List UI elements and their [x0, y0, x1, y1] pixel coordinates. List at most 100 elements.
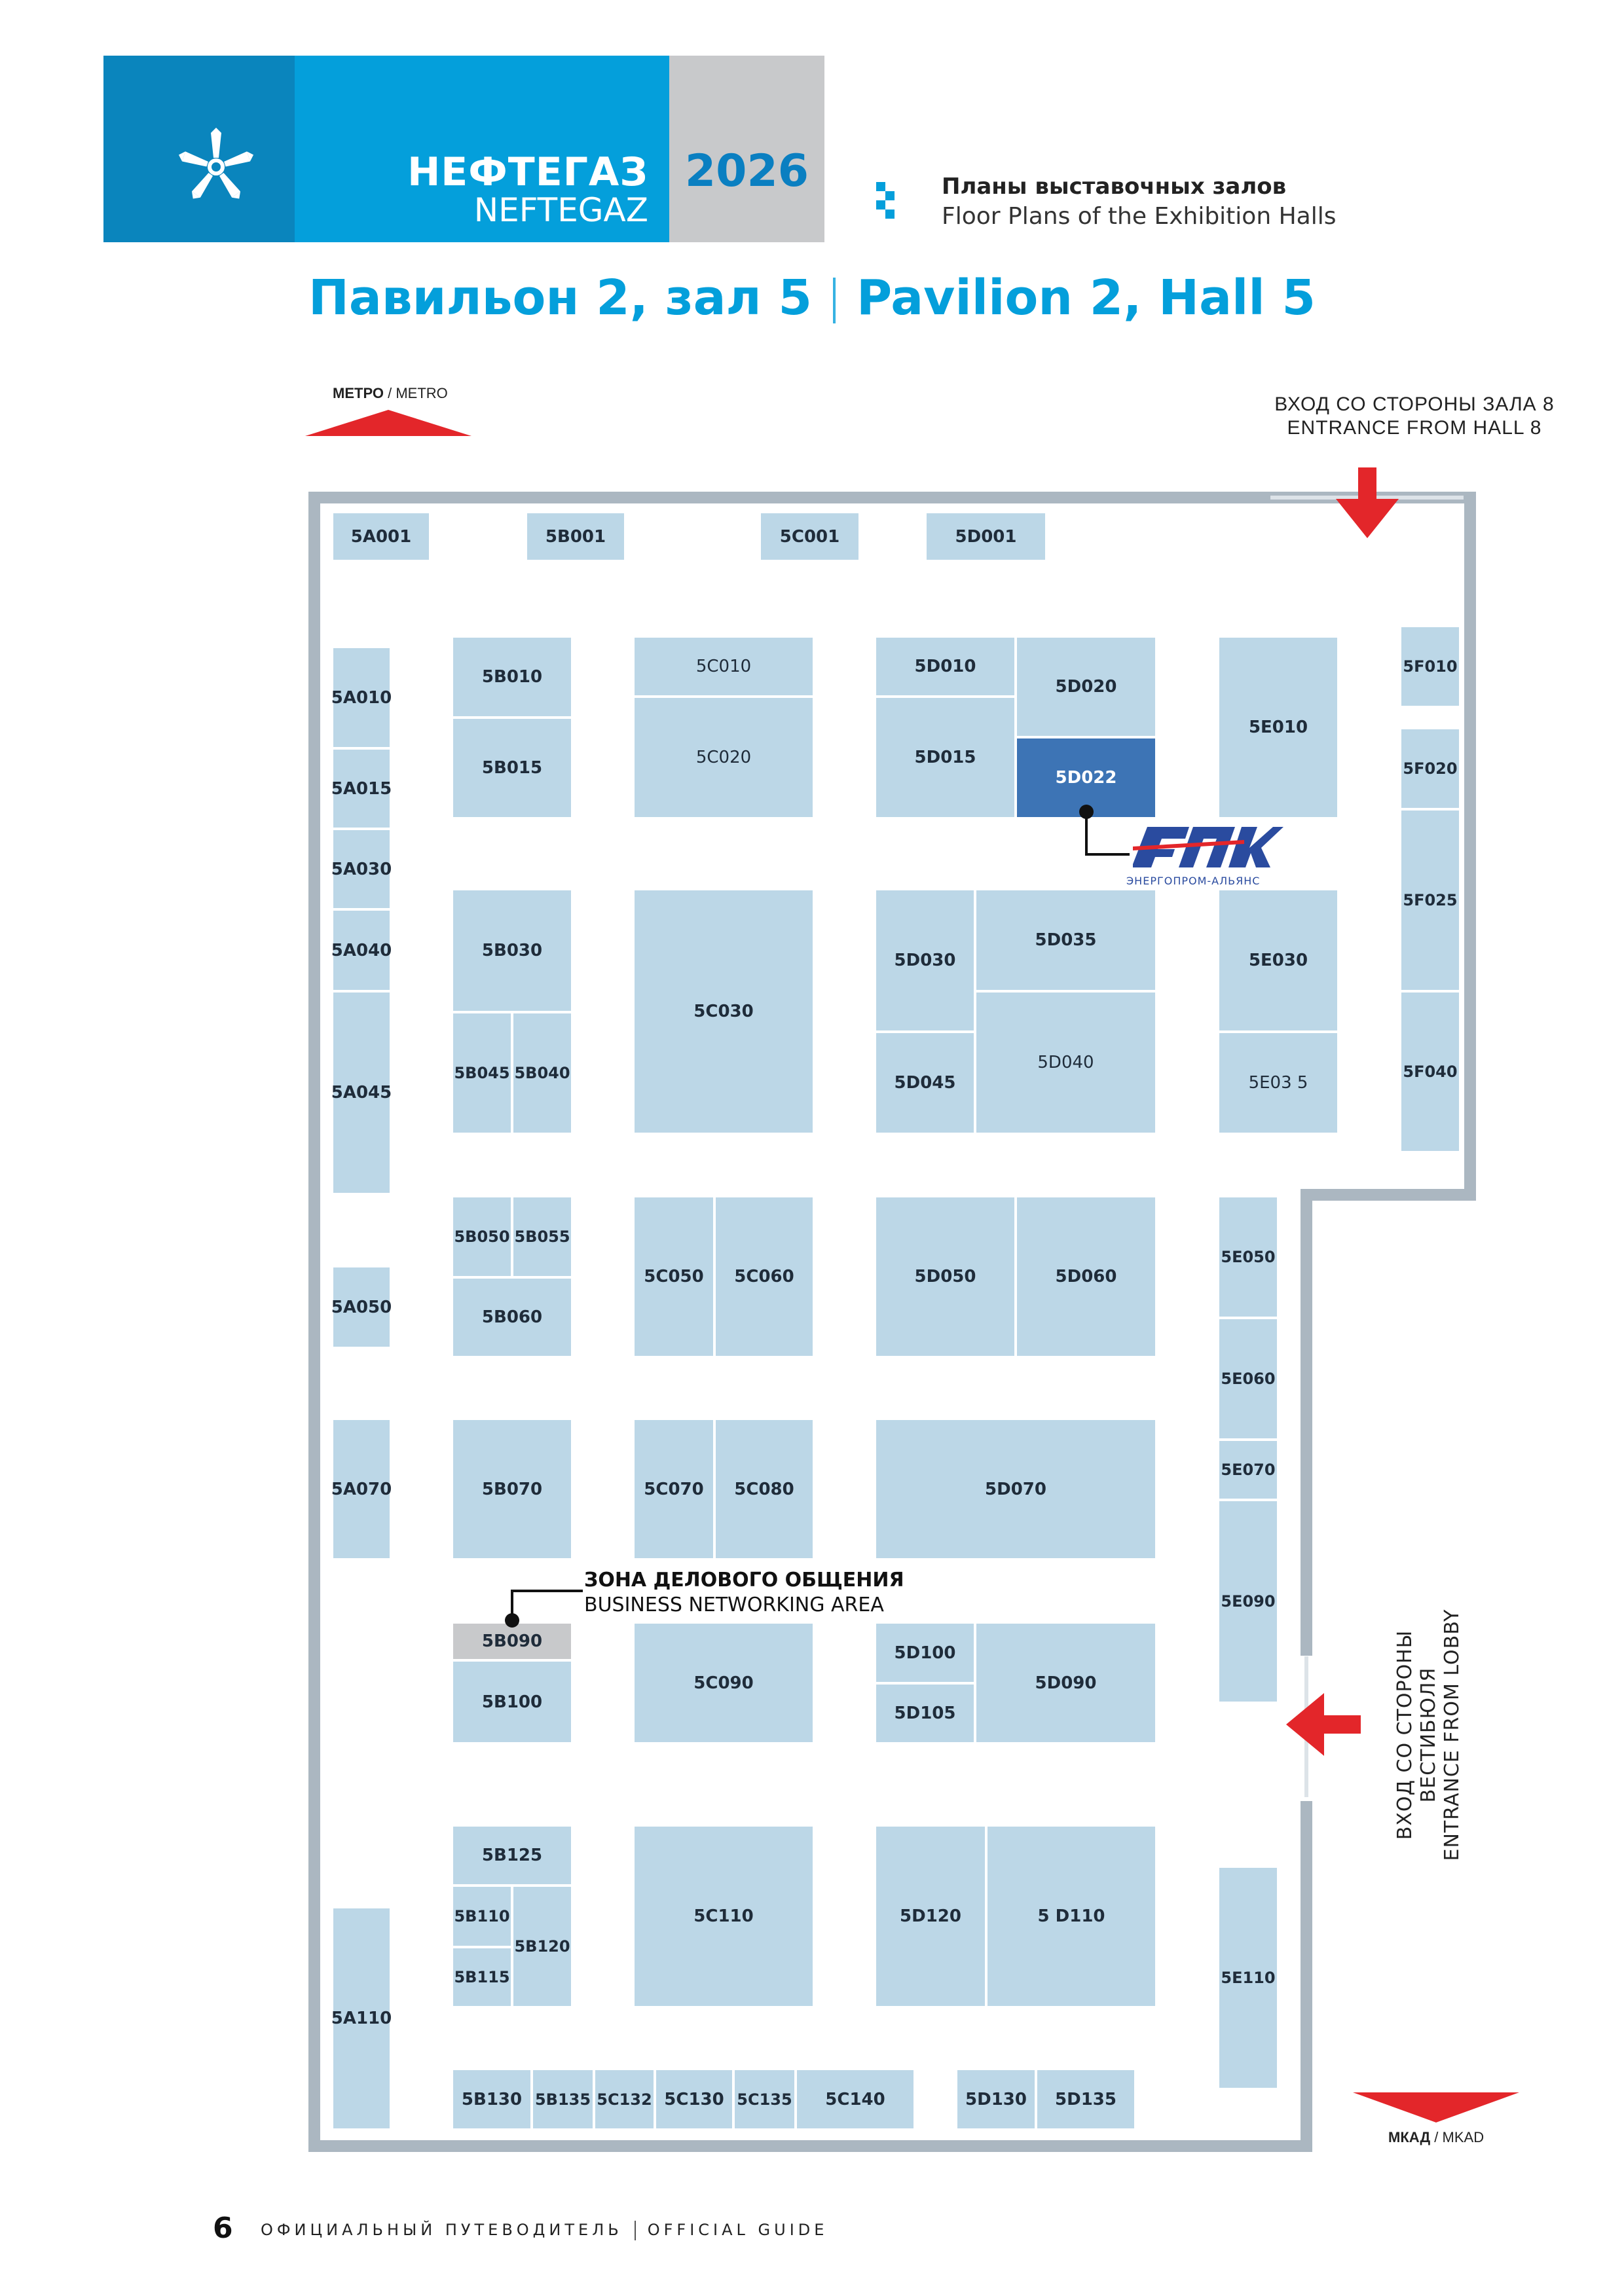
booth-5C060[interactable]: 5C060 [714, 1196, 814, 1357]
metro-triangle-icon [305, 410, 471, 436]
booth-5D022[interactable]: 5D022 [1016, 737, 1156, 818]
booth-5B060[interactable]: 5B060 [452, 1277, 572, 1357]
booth-5C132[interactable]: 5C132 [594, 2069, 655, 2130]
booth-5B125[interactable]: 5B125 [452, 1825, 572, 1886]
metro-label: МЕТРО / METRO [333, 385, 448, 401]
booth-5D010[interactable]: 5D010 [875, 636, 1016, 697]
booth-5E050[interactable]: 5E050 [1218, 1196, 1278, 1318]
booth-5B055[interactable]: 5B055 [512, 1196, 572, 1277]
booth-5D100[interactable]: 5D100 [875, 1622, 975, 1683]
mkad-label: МКАД / MKAD [1388, 2129, 1485, 2145]
business-networking-en: BUSINESS NETWORKING AREA [584, 1594, 884, 1616]
booth-5D001[interactable]: 5D001 [925, 512, 1046, 561]
booth-5E030[interactable]: 5E030 [1218, 889, 1338, 1032]
booth-5F020[interactable]: 5F020 [1400, 728, 1460, 809]
booth-5B010[interactable]: 5B010 [452, 636, 572, 718]
booth-5D030[interactable]: 5D030 [875, 889, 975, 1032]
booth-5F010[interactable]: 5F010 [1400, 626, 1460, 707]
logo-star-icon [178, 128, 254, 199]
booth-5B090[interactable]: 5B090 [452, 1622, 572, 1660]
booth-5C020[interactable]: 5C020 [633, 697, 814, 818]
booth-5C140[interactable]: 5C140 [796, 2069, 915, 2130]
booth-5E035[interactable]: 5E03 5 [1218, 1032, 1338, 1134]
booth-5A070[interactable]: 5A070 [331, 1419, 392, 1559]
booth-5A050[interactable]: 5A050 [331, 1266, 392, 1348]
booth-5C080[interactable]: 5C080 [714, 1419, 814, 1559]
entrance-lobby-ru: ВХОД СО СТОРОНЫ ВЕСТИБЮЛЯ [1393, 1630, 1440, 1840]
booth-5A030[interactable]: 5A030 [331, 829, 392, 909]
booth-5F025[interactable]: 5F025 [1400, 809, 1460, 991]
entrance-hall8-en: ENTRANCE FROM HALL 8 [1287, 417, 1542, 439]
booth-5D120[interactable]: 5D120 [875, 1825, 986, 2007]
booth-5D040[interactable]: 5D040 [975, 991, 1156, 1134]
booth-5B120[interactable]: 5B120 [512, 1886, 572, 2007]
booth-5D130[interactable]: 5D130 [956, 2069, 1036, 2130]
booth-5C010[interactable]: 5C010 [633, 636, 814, 697]
business-networking-ru: ЗОНА ДЕЛОВОГО ОБЩЕНИЯ [584, 1569, 904, 1592]
booth-5C135[interactable]: 5C135 [733, 2069, 796, 2130]
booth-5D020[interactable]: 5D020 [1016, 636, 1156, 737]
energoprom-alliance-logo-icon[interactable] [1133, 822, 1283, 873]
booth-5C050[interactable]: 5C050 [633, 1196, 714, 1357]
entrance-lobby-label: ВХОД СО СТОРОНЫ ВЕСТИБЮЛЯ ENTRANCE FROM … [1393, 1565, 1464, 1905]
booth-5B001[interactable]: 5B001 [526, 512, 625, 561]
title-divider [833, 278, 836, 324]
booth-5A110[interactable]: 5A110 [331, 1907, 392, 2130]
booth-5B100[interactable]: 5B100 [452, 1660, 572, 1743]
booth-5C030[interactable]: 5C030 [633, 889, 814, 1134]
booth-5C130[interactable]: 5C130 [655, 2069, 733, 2130]
booth-5E060[interactable]: 5E060 [1218, 1318, 1278, 1440]
booth-5E070[interactable]: 5E070 [1218, 1440, 1278, 1500]
page-title-ru: Павильон 2, зал 5 [308, 270, 812, 326]
entrance-hall8-ru: ВХОД СО СТОРОНЫ ЗАЛА 8 [1274, 393, 1555, 415]
header-logo-panel [103, 56, 295, 242]
square-pattern-icon [876, 182, 895, 219]
booth-5D035[interactable]: 5D035 [975, 889, 1156, 991]
booth-5C110[interactable]: 5C110 [633, 1825, 814, 2007]
booth-5D015[interactable]: 5D015 [875, 697, 1016, 818]
header-year-panel [669, 56, 824, 242]
booth-5D070[interactable]: 5D070 [875, 1419, 1156, 1559]
booth-5B130[interactable]: 5B130 [452, 2069, 532, 2130]
brand-name-en: NEFTEGAZ [473, 191, 648, 229]
booth-5B045[interactable]: 5B045 [452, 1012, 512, 1134]
booth-5D090[interactable]: 5D090 [975, 1622, 1156, 1743]
booth-5D135[interactable]: 5D135 [1036, 2069, 1135, 2130]
booth-5D045[interactable]: 5D045 [875, 1032, 975, 1134]
booth-5D050[interactable]: 5D050 [875, 1196, 1016, 1357]
booth-5B115[interactable]: 5B115 [452, 1947, 512, 2007]
booth-5C001[interactable]: 5C001 [760, 512, 860, 561]
booth-5A045[interactable]: 5A045 [331, 991, 392, 1194]
plans-title-en: Floor Plans of the Exhibition Halls [942, 203, 1337, 230]
footer-divider [634, 2221, 636, 2240]
booth-5B015[interactable]: 5B015 [452, 718, 572, 818]
footer-guide-en: OFFICIAL GUIDE [647, 2221, 828, 2239]
booth-5D110[interactable]: 5 D110 [986, 1825, 1156, 2007]
brand-year: 2026 [684, 145, 809, 197]
booth-5A040[interactable]: 5A040 [331, 909, 392, 991]
plans-title-ru: Планы выставочных залов [942, 173, 1287, 200]
booth-5A015[interactable]: 5A015 [331, 748, 392, 829]
booth-5C070[interactable]: 5C070 [633, 1419, 714, 1559]
booth-5E090[interactable]: 5E090 [1218, 1500, 1278, 1703]
booth-5E010[interactable]: 5E010 [1218, 636, 1338, 818]
booth-5B110[interactable]: 5B110 [452, 1886, 512, 1947]
booth-5B050[interactable]: 5B050 [452, 1196, 512, 1277]
down-arrow-icon [1336, 467, 1399, 538]
business-networking-label: ЗОНА ДЕЛОВОГО ОБЩЕНИЯ BUSINESS NETWORKIN… [584, 1568, 904, 1618]
booth-5F040[interactable]: 5F040 [1400, 991, 1460, 1152]
brand-name-ru: НЕФТЕГАЗ [407, 149, 648, 195]
booth-5A010[interactable]: 5A010 [331, 647, 392, 748]
booth-5B030[interactable]: 5B030 [452, 889, 572, 1012]
booth-5D060[interactable]: 5D060 [1016, 1196, 1156, 1357]
booth-5B040[interactable]: 5B040 [512, 1012, 572, 1134]
booth-5C090[interactable]: 5C090 [633, 1622, 814, 1743]
booth-5A001[interactable]: 5A001 [332, 512, 430, 561]
booth-5B135[interactable]: 5B135 [532, 2069, 594, 2130]
booth-5B070[interactable]: 5B070 [452, 1419, 572, 1559]
booth-5D105[interactable]: 5D105 [875, 1683, 975, 1743]
booth-5E110[interactable]: 5E110 [1218, 1867, 1278, 2089]
energoprom-alliance-caption: ЭНЕРГОПРОМ-АЛЬЯНС [1126, 875, 1261, 887]
